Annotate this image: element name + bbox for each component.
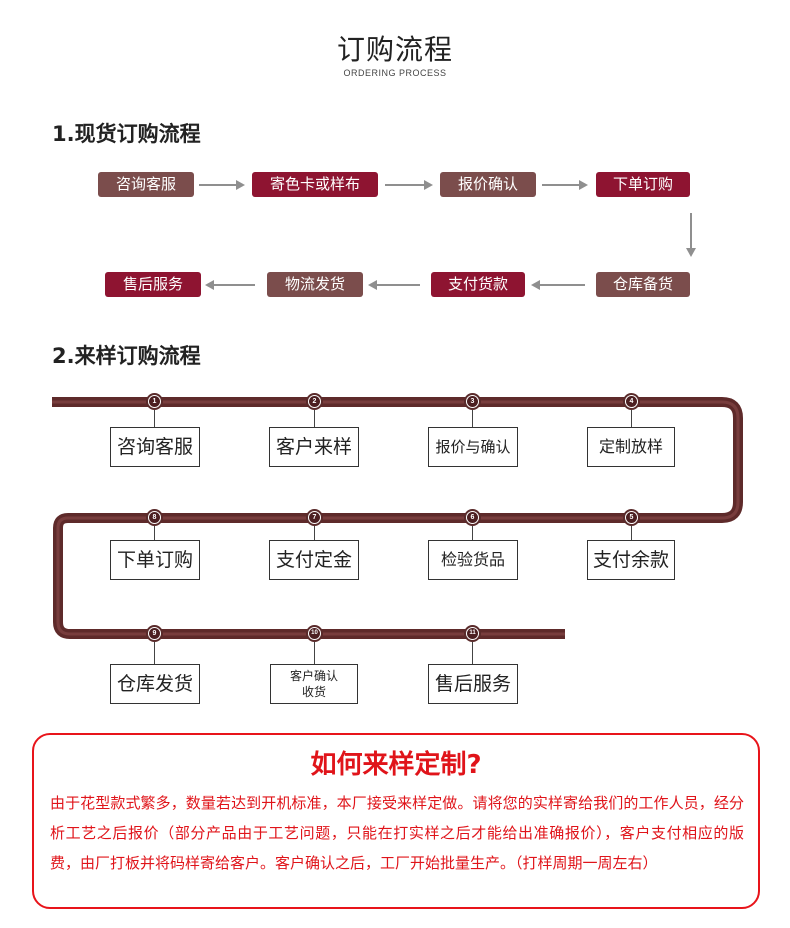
step-box-3: 报价与确认 — [428, 427, 518, 467]
step-connector — [154, 526, 155, 540]
page-title: 订购流程 — [336, 33, 453, 66]
step-connector — [631, 526, 632, 540]
step-box-9: 仓库发货 — [110, 664, 200, 704]
step-badge-8: 8 — [146, 509, 163, 526]
step-connector — [314, 642, 315, 664]
flow-step-order: 下单订购 — [596, 172, 690, 197]
step-badge-3: 3 — [464, 393, 481, 410]
flow-step-aftersales: 售后服务 — [105, 272, 201, 297]
step-badge-5: 5 — [623, 509, 640, 526]
notice-title: 如何来样定制? — [310, 750, 482, 780]
flow-arrow-right-icon — [199, 180, 245, 190]
step-badge-1: 1 — [146, 393, 163, 410]
step-badge-11: 11 — [464, 625, 481, 642]
section2-heading: 2.来样订购流程 — [52, 344, 201, 368]
step-box-1: 咨询客服 — [110, 427, 200, 467]
flow-step-quote: 报价确认 — [440, 172, 536, 197]
flow-arrow-right-icon — [542, 180, 588, 190]
step-box-7: 支付定金 — [269, 540, 359, 580]
flow-step-consult: 咨询客服 — [98, 172, 194, 197]
step-badge-2: 2 — [306, 393, 323, 410]
step-badge-6: 6 — [464, 509, 481, 526]
step-box-8: 下单订购 — [110, 540, 200, 580]
step-connector — [154, 642, 155, 664]
step-box-10-line2: 收货 — [301, 685, 326, 699]
flow-arrow-left-icon — [531, 280, 585, 290]
flow-arrow-left-icon — [368, 280, 420, 290]
page-subtitle: ORDERING PROCESS — [343, 68, 447, 78]
step-connector — [314, 526, 315, 540]
step-connector — [472, 410, 473, 427]
step-connector — [314, 410, 315, 427]
flow-arrow-right-icon — [385, 180, 433, 190]
flow-step-stock: 仓库备货 — [596, 272, 690, 297]
step-box-11: 售后服务 — [428, 664, 518, 704]
flow-step-send-sample: 寄色卡或样布 — [252, 172, 378, 197]
step-connector — [154, 410, 155, 427]
section1-heading: 1.现货订购流程 — [52, 122, 201, 146]
step-connector — [472, 526, 473, 540]
step-box-2: 客户来样 — [269, 427, 359, 467]
notice-body: 由于花型款式繁多，数量若达到开机标准，本厂接受来样定做。请将您的实样寄给我们的工… — [50, 794, 744, 872]
step-box-10: 客户确认 收货 — [270, 664, 358, 704]
step-connector — [631, 410, 632, 427]
step-box-4: 定制放样 — [587, 427, 675, 467]
step-badge-4: 4 — [623, 393, 640, 410]
flow-arrow-left-icon — [205, 280, 255, 290]
step-badge-7: 7 — [306, 509, 323, 526]
flow-arrow-down-icon — [686, 213, 696, 257]
step-badge-9: 9 — [146, 625, 163, 642]
step-box-6: 检验货品 — [428, 540, 518, 580]
step-box-10-line1: 客户确认 — [289, 669, 338, 683]
step-badge-10: 10 — [306, 625, 323, 642]
step-connector — [472, 642, 473, 664]
custom-sample-notice — [32, 733, 760, 909]
step-box-5: 支付余款 — [587, 540, 675, 580]
flow-step-pay: 支付货款 — [431, 272, 525, 297]
flow-step-shipping: 物流发货 — [267, 272, 363, 297]
